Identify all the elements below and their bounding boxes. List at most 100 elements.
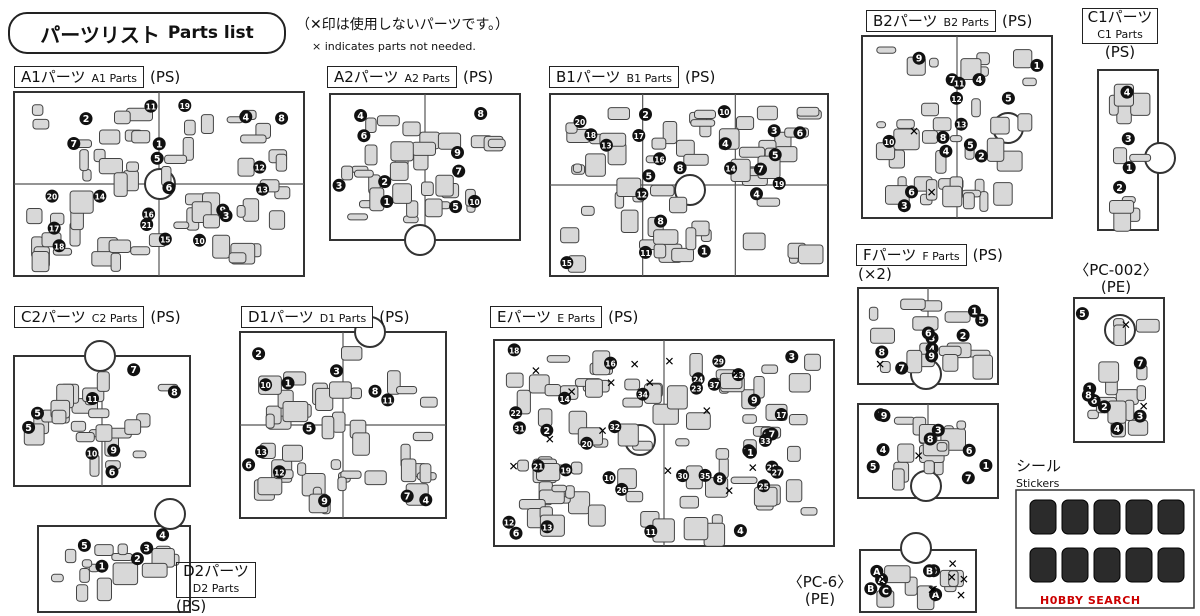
- svg-text:2: 2: [83, 114, 90, 125]
- part-shape: [929, 57, 939, 68]
- part-shape: [581, 205, 595, 216]
- svg-text:32: 32: [610, 423, 620, 432]
- svg-text:2: 2: [543, 426, 550, 437]
- part-shape: [787, 445, 801, 462]
- runner-gate-A2: [404, 224, 436, 256]
- svg-text:8: 8: [677, 163, 684, 174]
- not-needed-mark-pc6: ✕: [928, 582, 938, 596]
- svg-text:10: 10: [260, 381, 270, 390]
- part-number-b1-15: 15: [560, 256, 574, 270]
- part-shape: [240, 134, 267, 144]
- not-needed-mark-e: ✕: [630, 358, 640, 372]
- part-number-d1-8: 8: [368, 384, 382, 398]
- part-number-b1-20: 20: [573, 115, 587, 128]
- part-number-b1-14: 14: [724, 161, 738, 175]
- part-number-b2-1: 1: [1030, 58, 1044, 72]
- part-number-d1-9: 9: [318, 494, 332, 508]
- part-number-b1-10: 10: [717, 105, 731, 119]
- part-shape: [396, 386, 418, 395]
- svg-text:15: 15: [562, 259, 572, 268]
- part-shape: [257, 477, 283, 496]
- svg-text:B: B: [926, 566, 933, 577]
- svg-text:16: 16: [654, 155, 664, 164]
- part-shape: [622, 397, 643, 408]
- part-number-a2-3: 3: [332, 178, 346, 192]
- part-shape: [798, 244, 824, 265]
- svg-text:5: 5: [34, 409, 41, 420]
- part-number-b1-6: 6: [793, 126, 807, 140]
- svg-text:5: 5: [978, 316, 985, 327]
- svg-text:19: 19: [180, 102, 190, 111]
- svg-text:11: 11: [954, 80, 964, 89]
- part-shape: [1136, 385, 1146, 402]
- svg-text:8: 8: [657, 217, 664, 228]
- part-number-e-34: 34: [636, 387, 650, 401]
- svg-text:25: 25: [758, 482, 768, 491]
- part-number-pc002-5: 5: [1075, 307, 1089, 321]
- sticker-shape: [1061, 547, 1089, 583]
- svg-text:2: 2: [134, 554, 141, 565]
- part-shape: [565, 122, 578, 134]
- svg-text:10: 10: [194, 237, 204, 246]
- part-shape: [79, 568, 90, 583]
- part-number-f-1: 1: [968, 304, 981, 318]
- not-needed-mark-pc6: ✕: [956, 589, 966, 603]
- part-number-c1-2: 2: [1113, 180, 1127, 194]
- part-shape: [347, 213, 369, 221]
- part-number-b1-2: 2: [639, 107, 652, 121]
- part-number-a2-4: 4: [354, 109, 368, 122]
- part-shape: [528, 374, 550, 394]
- part-number-b2-2: 2: [974, 149, 988, 163]
- svg-text:5: 5: [154, 154, 161, 165]
- not-needed-mark-f: ✕: [914, 449, 924, 463]
- svg-text:7: 7: [965, 473, 972, 484]
- sticker-shape: [1125, 547, 1153, 583]
- svg-text:4: 4: [880, 445, 887, 456]
- not-needed-mark-pc6: ✕: [927, 583, 937, 597]
- part-shape: [1013, 49, 1033, 69]
- part-shape: [551, 484, 568, 493]
- part-shape: [1087, 409, 1099, 420]
- part-number-b2-10: 10: [882, 134, 896, 148]
- part-shape: [897, 443, 915, 463]
- part-shape: [315, 387, 334, 411]
- svg-text:10: 10: [719, 108, 729, 117]
- part-number-b1-8: 8: [673, 161, 687, 175]
- part-number-d1-12: 12: [272, 465, 286, 479]
- svg-text:4: 4: [357, 111, 364, 122]
- part-shape: [411, 141, 436, 156]
- part-shape: [796, 106, 820, 117]
- part-shape: [683, 153, 709, 166]
- part-shape: [337, 476, 347, 492]
- not-needed-mark-f: ✕: [875, 357, 885, 371]
- svg-text:5: 5: [306, 424, 313, 435]
- part-shape: [1113, 324, 1126, 346]
- part-number-a1-6: 6: [162, 181, 176, 195]
- svg-text:18: 18: [54, 242, 64, 251]
- part-shape: [788, 373, 811, 393]
- part-number-a1-3: 3: [219, 209, 233, 223]
- svg-text:1: 1: [383, 197, 390, 208]
- part-number-f-5: 5: [975, 313, 989, 327]
- part-shape: [986, 137, 1005, 162]
- part-number-c2-6: 6: [105, 465, 119, 479]
- svg-text:11: 11: [146, 103, 156, 112]
- part-number-a1-16: 16: [142, 207, 156, 221]
- part-shape: [402, 121, 421, 137]
- svg-text:2: 2: [255, 349, 262, 360]
- svg-text:21: 21: [141, 221, 151, 230]
- sticker-shape: [1125, 499, 1153, 535]
- part-number-a1-11: 11: [144, 99, 158, 113]
- note-en: × indicates parts not needed.: [312, 40, 476, 53]
- svg-text:10: 10: [87, 450, 97, 459]
- part-shape: [95, 424, 113, 442]
- part-shape: [669, 196, 688, 214]
- svg-text:19: 19: [561, 466, 571, 475]
- part-number-d1-7: 7: [400, 489, 414, 503]
- part-number-a1-20: 20: [45, 189, 59, 203]
- note-ja: （✕印は使用しないパーツです。）: [296, 17, 510, 33]
- part-shape: [625, 490, 644, 503]
- part-shape: [756, 197, 781, 207]
- svg-text:4: 4: [159, 530, 166, 541]
